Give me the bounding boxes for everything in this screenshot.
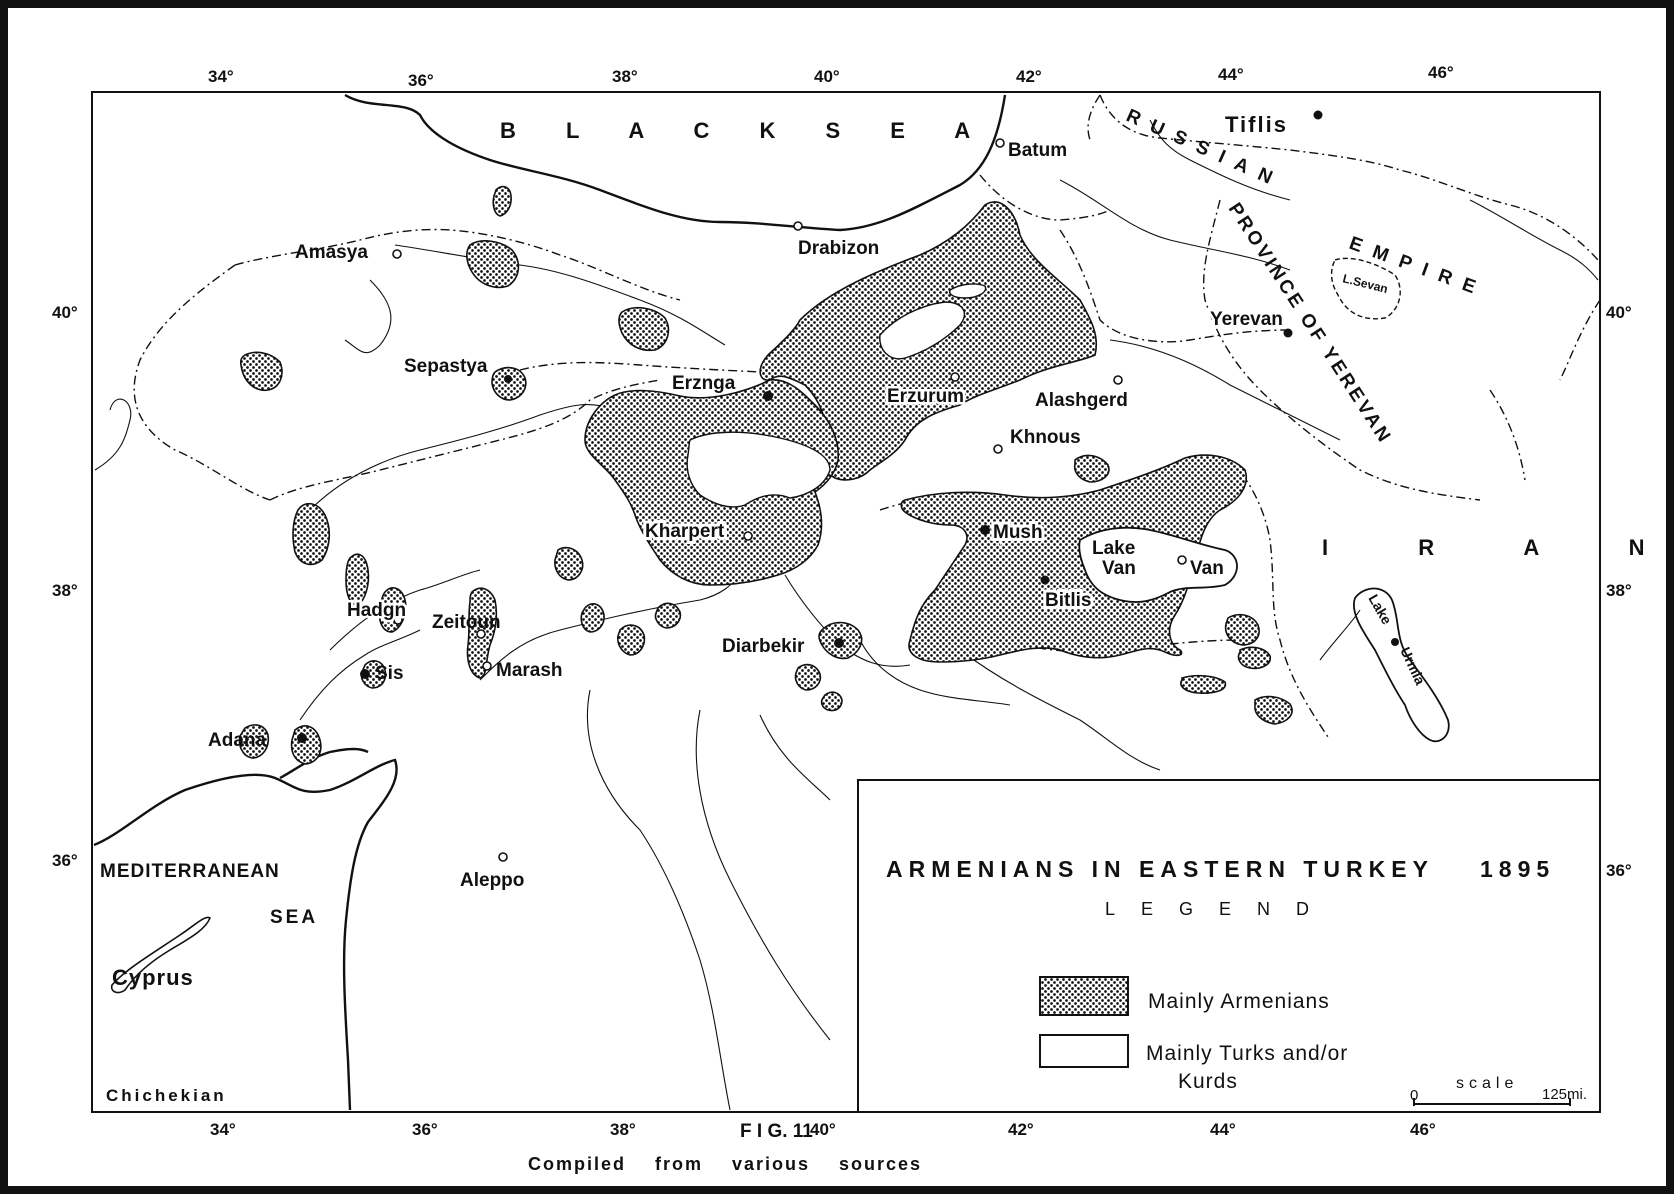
left-tick-36: 36°: [52, 851, 78, 870]
mediterranean-label: MEDITERRANEAN: [100, 861, 280, 882]
left-tick-38: 38°: [52, 581, 78, 600]
legend-label-turks-2: Kurds: [1178, 1070, 1238, 1093]
legend-swatch-armenians: [1039, 976, 1129, 1016]
erzurum-plain-hole: [879, 301, 965, 360]
right-tick-36: 36°: [1606, 861, 1632, 880]
city-label-cyprus: Cyprus: [112, 965, 194, 990]
city-label-yerevan: Yerevan: [1210, 309, 1283, 330]
city-label-mush: Mush: [993, 522, 1043, 543]
rivers: [94, 119, 1599, 1111]
bottom-tick-40: 40°: [810, 1120, 836, 1139]
lake-van-label-2: Van: [1102, 558, 1136, 579]
bottom-tick-42: 42°: [1008, 1120, 1034, 1139]
right-tick-40: 40°: [1606, 303, 1632, 322]
scale-label: scale: [1456, 1075, 1518, 1092]
city-label-marash: Marash: [496, 660, 563, 681]
bottom-tick-38: 38°: [610, 1120, 636, 1139]
top-tick-36: 36°: [408, 71, 434, 90]
city-label-van: Van: [1190, 558, 1224, 579]
legend-year: 1895: [1480, 856, 1555, 882]
bottom-tick-36: 36°: [412, 1120, 438, 1139]
city-label-batum: Batum: [1008, 140, 1067, 161]
bottom-tick-34: 34°: [210, 1120, 236, 1139]
city-label-aleppo: Aleppo: [460, 870, 524, 891]
bottom-tick-46: 46°: [1410, 1120, 1436, 1139]
north-small-hole: [948, 283, 987, 299]
left-ticks: 40° 38° 36°: [52, 303, 78, 870]
lake-van-label-1: Lake: [1092, 538, 1135, 559]
legend-swatch-turks: [1039, 1034, 1129, 1068]
city-label-khnous: Khnous: [1010, 427, 1081, 448]
city-label-adana: Adana: [208, 730, 267, 751]
city-label-sepastya: Sepastya: [404, 356, 488, 377]
author-label: Chichekian: [106, 1086, 227, 1105]
legend-box: [857, 779, 1601, 1113]
lake-sevan-outline: [1330, 257, 1401, 320]
lake-sevan-label: L.Sevan: [1341, 271, 1389, 296]
city-label-tiflis: Tiflis: [1225, 112, 1288, 137]
legend-label-armenians: Mainly Armenians: [1148, 990, 1330, 1013]
legend-title: ARMENIANS IN EASTERN TURKEY: [886, 856, 1434, 882]
scale-zero: 0: [1410, 1087, 1418, 1104]
city-label-zeitoun: Zeitoun: [432, 612, 501, 633]
legend-label-turks-1: Mainly Turks and/or: [1146, 1042, 1348, 1065]
lake-urmia-outline: [1352, 587, 1450, 743]
city-label-erznga: Erznga: [672, 373, 736, 394]
top-tick-42: 42°: [1016, 67, 1042, 86]
empire-label: EMPIRE: [1346, 233, 1489, 302]
iran-label: I R A N: [1322, 535, 1674, 560]
lake-urmia-label-2: Urmia: [1397, 645, 1428, 688]
right-ticks: 40° 38° 36°: [1606, 303, 1632, 880]
right-tick-38: 38°: [1606, 581, 1632, 600]
bottom-tick-44: 44°: [1210, 1120, 1236, 1139]
black-sea-coast: [344, 93, 1007, 232]
compiled-label: Compiled from various sources: [528, 1154, 922, 1174]
scale-max: 125mi.: [1542, 1086, 1587, 1103]
top-tick-34: 34°: [208, 67, 234, 86]
lake-van-outline: [1078, 526, 1238, 603]
city-label-drabizon: Drabizon: [798, 238, 879, 259]
top-tick-46: 46°: [1428, 63, 1454, 82]
city-label-kharpert: Kharpert: [645, 521, 725, 542]
city-markers: [297, 110, 1399, 862]
legend-subtitle: LEGEND: [1105, 899, 1335, 919]
city-label-sis: Sis: [375, 663, 404, 684]
top-tick-38: 38°: [612, 67, 638, 86]
mediterranean-sea-label: SEA: [270, 907, 318, 928]
city-label-erzurum: Erzurum: [887, 386, 964, 407]
cyprus-island: [110, 916, 212, 994]
figure-label: F I G. 11: [740, 1121, 813, 1142]
mediterranean-coast: [93, 758, 398, 1111]
city-label-bitlis: Bitlis: [1045, 590, 1091, 611]
city-label-amasya: Amasya: [295, 242, 368, 263]
left-tick-40: 40°: [52, 303, 78, 322]
city-label-hadgn: Hadgn: [347, 600, 406, 621]
top-ticks: 34° 36° 38° 40° 42° 44° 46°: [208, 63, 1454, 90]
bottom-ticks: 34° 36° 38° 40° 42° 44° 46°: [210, 1120, 1436, 1139]
top-tick-44: 44°: [1218, 65, 1244, 84]
gulf-coast: [279, 747, 369, 780]
city-label-diarbekir: Diarbekir: [722, 636, 805, 657]
black-sea-label: B L A C K S E A: [500, 118, 992, 143]
map-frame: [91, 91, 1601, 1113]
top-tick-40: 40°: [814, 67, 840, 86]
kharpert-hole: [686, 431, 831, 508]
city-label-alashgerd: Alashgerd: [1035, 390, 1128, 411]
